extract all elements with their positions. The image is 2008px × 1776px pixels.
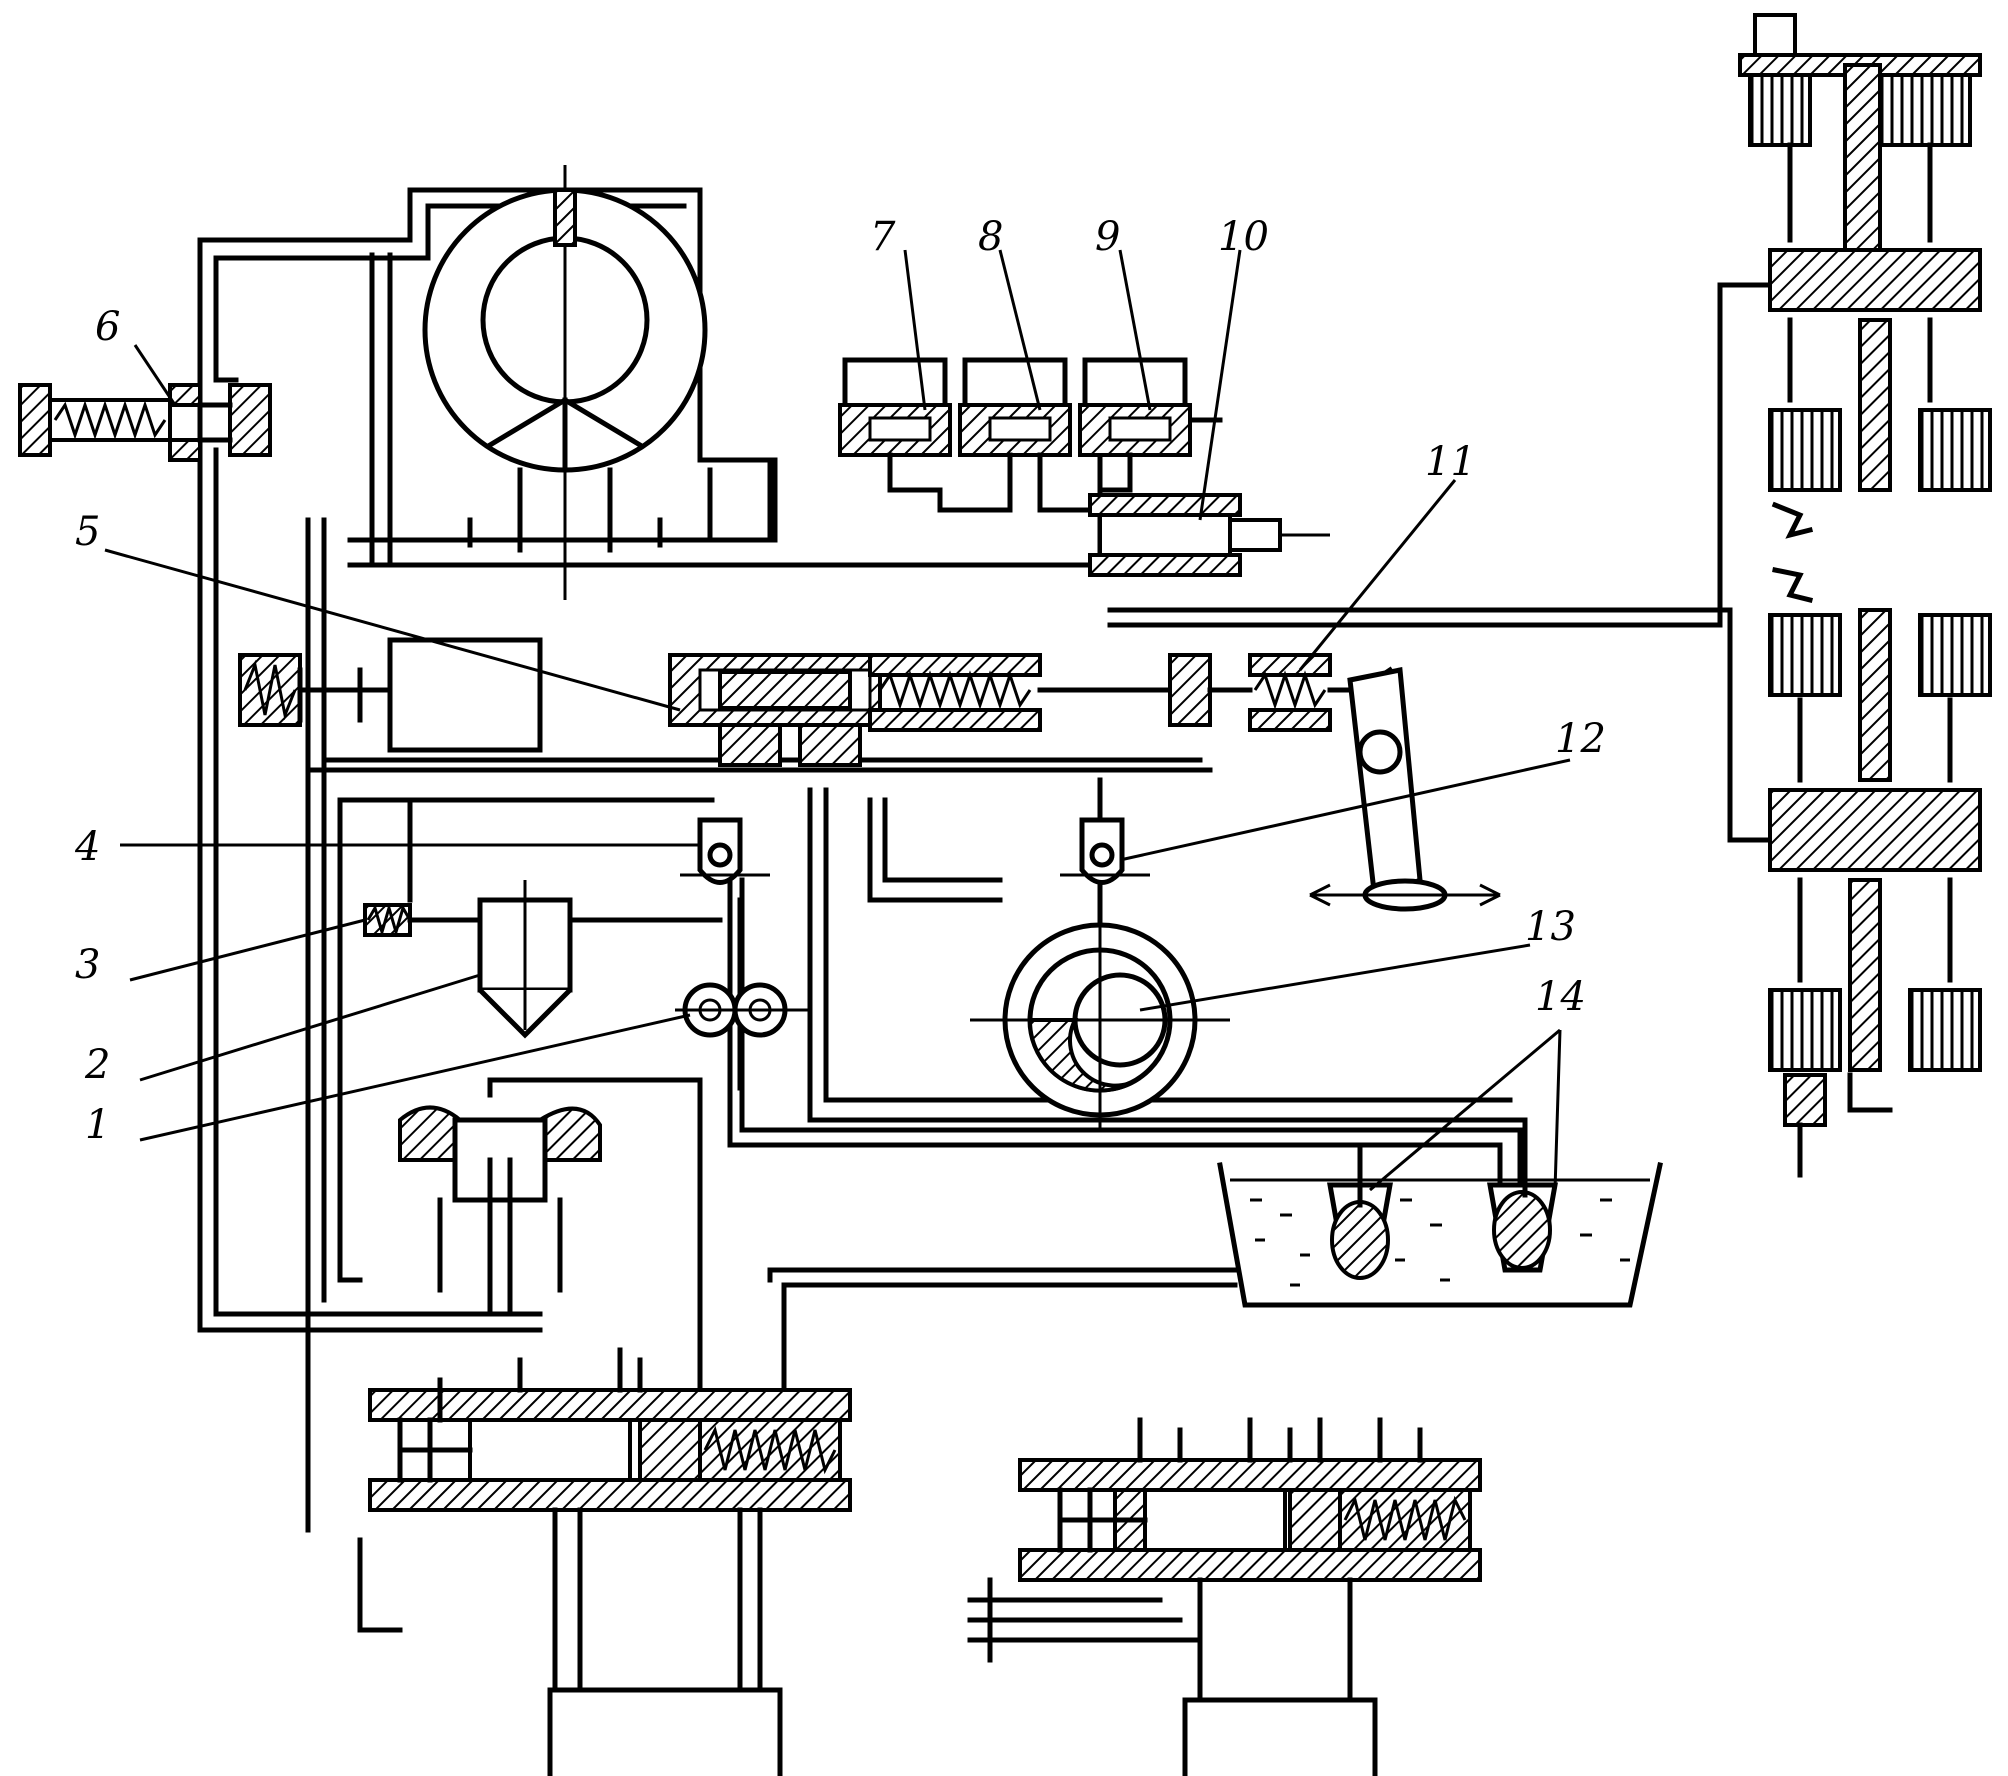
label-8: 8 bbox=[978, 214, 1003, 260]
cam-13 bbox=[970, 900, 1230, 1130]
clutch-assembly bbox=[1738, 13, 1992, 1178]
valve-10 bbox=[1088, 493, 1330, 577]
filter-2 bbox=[477, 880, 723, 1039]
check-valve-12 bbox=[1060, 817, 1150, 885]
label-4: 4 bbox=[74, 824, 100, 870]
check-valve-4 bbox=[680, 817, 770, 885]
label-10: 10 bbox=[1218, 214, 1269, 260]
label-3: 3 bbox=[75, 942, 100, 988]
label-2: 2 bbox=[84, 1042, 110, 1088]
label-14: 14 bbox=[1535, 974, 1586, 1020]
servo-valve-right bbox=[967, 1417, 1482, 1776]
tank-14 bbox=[1217, 1117, 1663, 1308]
label-13: 13 bbox=[1525, 904, 1576, 950]
label-12: 12 bbox=[1555, 716, 1606, 762]
relief-valve-3 bbox=[363, 902, 483, 938]
label-11: 11 bbox=[1425, 439, 1476, 485]
pilot-valves bbox=[838, 357, 1192, 513]
valve-6 bbox=[18, 383, 272, 462]
label-7: 7 bbox=[870, 214, 896, 260]
label-9: 9 bbox=[1095, 214, 1120, 260]
leader-lines bbox=[104, 249, 1571, 1192]
servo-valve-left bbox=[357, 1077, 852, 1776]
gear-pump-1 bbox=[675, 982, 810, 1038]
label-6: 6 bbox=[95, 304, 120, 350]
label-1: 1 bbox=[85, 1102, 110, 1148]
valve-11 bbox=[1168, 653, 1501, 912]
callout-labels: 1 2 3 4 5 6 7 8 9 10 11 12 13 14 bbox=[74, 214, 1606, 1148]
rotor-pump bbox=[422, 165, 773, 600]
label-5: 5 bbox=[75, 509, 100, 555]
regulator-valve bbox=[238, 637, 1173, 767]
